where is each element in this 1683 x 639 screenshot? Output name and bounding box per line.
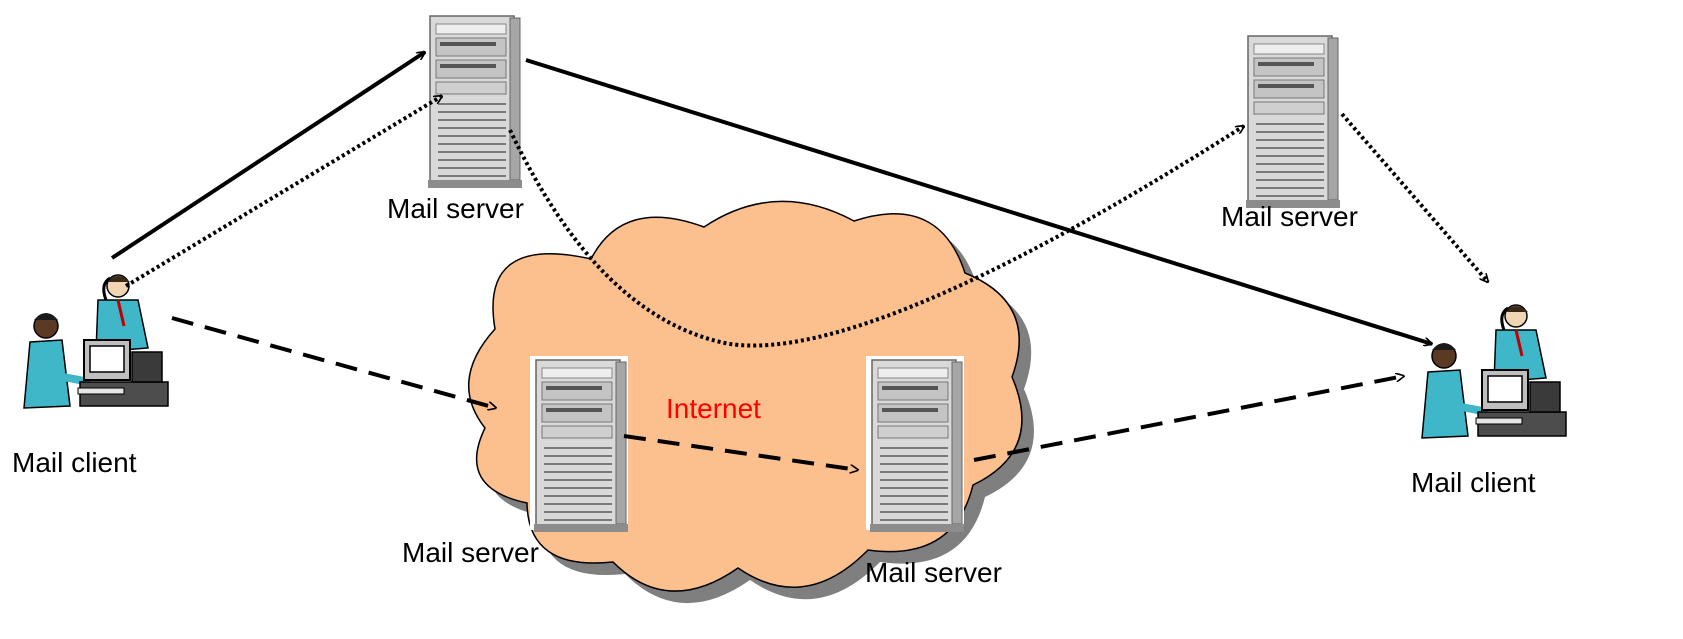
mail-client-people-icon	[24, 275, 168, 408]
server-icon	[533, 359, 629, 533]
dotted-arrow-server-to-client	[1340, 112, 1488, 282]
dashed-arrow-cloud-server-to-client	[973, 376, 1404, 462]
mail-server-label: Mail server	[387, 193, 524, 224]
dotted-arrow-client-to-server	[124, 94, 442, 288]
internet-label: Internet	[666, 393, 761, 424]
mail-server-label: Mail server	[865, 557, 1002, 588]
solid-arrow-server-to-client	[525, 58, 1432, 344]
server-icon	[1245, 35, 1341, 209]
mail-server-label: Mail server	[1221, 201, 1358, 232]
server-icon	[427, 15, 523, 189]
dashed-arrow-cloud-server-to-cloud-server	[623, 434, 858, 470]
solid-arrow-client-to-server	[110, 50, 425, 260]
dashed-arrow-client-to-cloud-server	[171, 316, 496, 408]
mail-client-people-icon	[1422, 305, 1566, 438]
mail-client-label: Mail client	[12, 447, 137, 478]
server-icon	[869, 359, 965, 533]
mail-server-label: Mail server	[402, 537, 539, 568]
dotted-arrow-server-to-server-via-internet	[508, 124, 1244, 348]
mail-client-label: Mail client	[1411, 467, 1536, 498]
